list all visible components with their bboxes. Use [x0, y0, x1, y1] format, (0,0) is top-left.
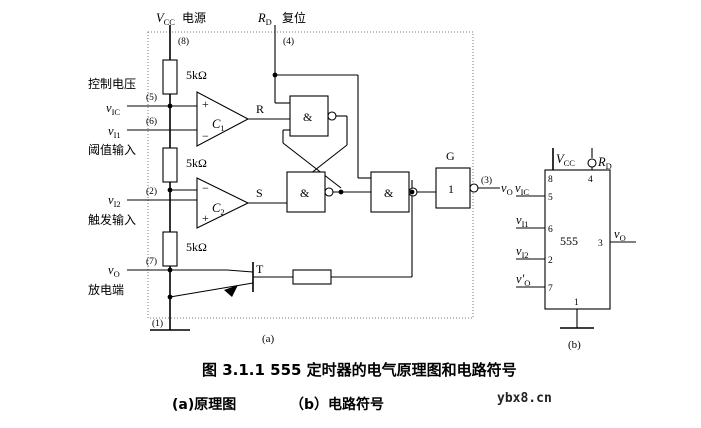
- inverter-g-body: [435, 167, 471, 209]
- ic-pin8-number: 8: [548, 175, 553, 185]
- output-pin-number: (3): [481, 175, 492, 186]
- resistor-r2-body: [162, 147, 178, 183]
- nand-gate-3-symbol: &: [384, 186, 394, 200]
- comparator-c1-plus: +: [202, 97, 209, 111]
- comparator-c2-output-label: S: [256, 186, 263, 200]
- comparator-c1-output-label: R: [256, 102, 264, 116]
- vic-junction-dot: [167, 103, 173, 109]
- transistor-base-resistor: [292, 269, 332, 285]
- ic-pin4-number: 4: [588, 175, 593, 185]
- figure-a-label: (a): [262, 333, 275, 345]
- watermark: ybx8.cn: [497, 391, 552, 406]
- ic-pin5-number: 5: [548, 193, 553, 203]
- ic-pin2-symbol: vI2: [516, 244, 529, 260]
- nand-gate-2-bubble: [324, 187, 334, 197]
- rd-pin-number: (4): [283, 36, 294, 47]
- trigger-label: 触发输入: [88, 212, 136, 227]
- figure-caption: 图 3.1.1 555 定时器的电气原理图和电路符号: [202, 361, 517, 379]
- figure-subcaption-a: (a)原理图: [172, 397, 236, 413]
- vo-discharge-pin-number: (7): [146, 256, 157, 267]
- transistor-collector-lead: [226, 269, 254, 273]
- ic-pin2-number: 2: [548, 256, 553, 266]
- nand-gate-1-bubble: [327, 111, 337, 121]
- comparator-c1-minus: −: [202, 129, 209, 143]
- rd-junction-dot: [272, 72, 278, 78]
- vi2-pin-number: (2): [146, 186, 157, 197]
- ic-rd-bubble: [587, 158, 597, 168]
- nand-gate-2-body: [286, 171, 326, 213]
- figure-b-label: (b): [568, 339, 581, 351]
- comparator-c2-minus: −: [202, 181, 209, 195]
- nand-gate-2-symbol: &: [300, 186, 310, 200]
- control-voltage-label: 控制电压: [88, 77, 136, 91]
- vcc-symbol: VCC: [156, 11, 175, 27]
- transistor-name: T: [256, 262, 264, 276]
- ic-pin3-symbol: vO: [614, 227, 626, 243]
- comparator-c2-plus: +: [202, 211, 209, 225]
- resistor-r1-body: [162, 59, 178, 95]
- transistor-emitter-lead: [169, 282, 254, 298]
- vi1-symbol: vI1: [108, 124, 121, 140]
- vcc-pin-number: (8): [178, 36, 189, 47]
- ic-pin7-number: 7: [548, 284, 553, 294]
- ic-555-body: [544, 169, 611, 310]
- vic-symbol: vIC: [106, 101, 120, 117]
- resistor-r3-value: 5kΩ: [186, 240, 207, 254]
- output-symbol: vO: [501, 181, 513, 197]
- vi2-symbol: vI2: [108, 193, 121, 209]
- ic-555-chip-label: 555: [560, 234, 578, 248]
- transistor-emitter-arrow: [224, 285, 238, 297]
- threshold-label: 阈值输入: [88, 142, 136, 157]
- resistor-r2-value: 5kΩ: [186, 156, 207, 170]
- nand-gate-3-body: [370, 171, 410, 213]
- nand-gate-2-output-dot: [338, 189, 344, 195]
- resistor-r1-value: 5kΩ: [186, 68, 207, 82]
- discharge-label: 放电端: [88, 282, 124, 297]
- ic-pin5-symbol: vIC: [515, 181, 529, 197]
- figure-subcaption-b: （b）电路符号: [290, 396, 384, 413]
- chip-boundary-dashed: [147, 31, 474, 319]
- ic-rd-symbol: RD: [597, 155, 612, 171]
- nand-gate-3-output-dot: [409, 189, 415, 195]
- comparator-c1-body: [196, 91, 250, 147]
- c2-minus-junction-dot: [167, 187, 173, 193]
- nand-gate-2-cross-to-nand1: [282, 142, 342, 189]
- ic-pin7-symbol: v'O: [516, 272, 530, 288]
- rd-symbol: RD: [257, 11, 272, 27]
- vic-pin-number: (5): [146, 92, 157, 103]
- inverter-g-name: G: [446, 149, 455, 163]
- ground-pin-number: (1): [152, 318, 163, 329]
- ic-pin6-number: 6: [548, 225, 553, 235]
- vi1-pin-number: (6): [146, 116, 157, 127]
- vcc-label: 电源: [182, 11, 206, 25]
- ic-pin3-number: 3: [598, 239, 603, 249]
- ic-vcc-symbol: VCC: [556, 152, 575, 168]
- ic-pin6-symbol: vI1: [516, 213, 529, 229]
- inverter-g-bubble: [469, 183, 479, 193]
- rd-label: 复位: [282, 10, 306, 25]
- nand-gate-1-symbol: &: [303, 110, 313, 124]
- inverter-g-symbol: 1: [448, 182, 454, 196]
- resistor-r3-body: [162, 231, 178, 267]
- vo-discharge-junction-dot: [167, 267, 173, 273]
- ic-pin1-number: 1: [574, 298, 579, 308]
- vo-discharge-symbol: vO: [108, 263, 120, 279]
- comparator-c2-body: [196, 177, 250, 229]
